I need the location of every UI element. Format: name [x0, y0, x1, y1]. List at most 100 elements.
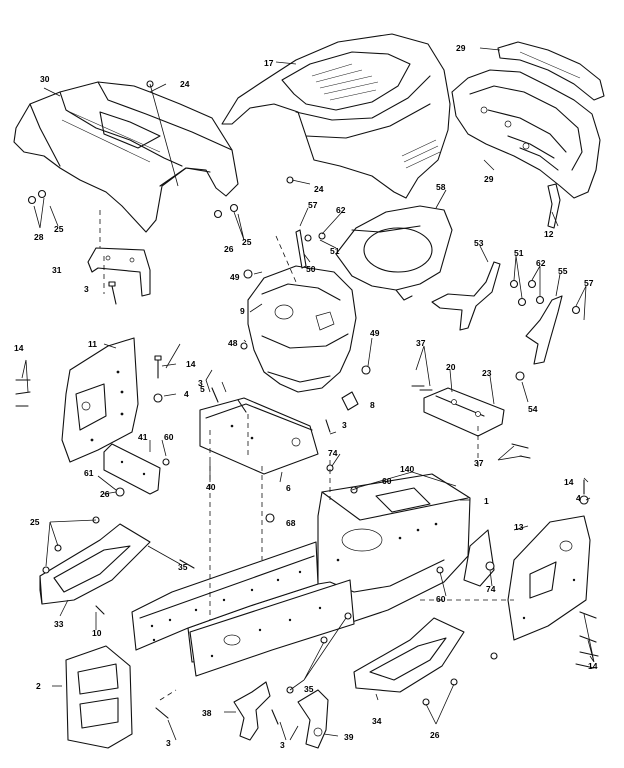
bolt-3-mid: [325, 419, 331, 433]
nut-54: [515, 371, 525, 381]
callout-11: 11: [88, 339, 97, 349]
hood-part: [221, 33, 451, 199]
callout-14-a: 14: [14, 343, 24, 353]
callout-28: 28: [34, 232, 44, 242]
nut-49-right: [361, 365, 371, 375]
callout-60-a: 60: [164, 432, 174, 442]
callout-20: 20: [446, 362, 456, 372]
callout-49-a: 49: [230, 272, 240, 282]
callout-23: 23: [482, 368, 492, 378]
frame-rail-left-part: [131, 541, 319, 651]
nut-26-a: [213, 209, 223, 219]
bolts-3-lower: [155, 707, 279, 725]
callout-34: 34: [372, 716, 382, 726]
dash-panel-part: [247, 265, 357, 393]
callout-50: 50: [306, 264, 316, 274]
nut-25-a: [229, 203, 239, 213]
callout-24-b: 24: [314, 184, 324, 194]
nut-49-left: [243, 269, 253, 279]
callout-35-a: 35: [178, 562, 188, 572]
callout-10: 10: [92, 628, 102, 638]
callout-13: 13: [514, 522, 524, 532]
grille-part: [451, 69, 601, 199]
callout-74-b: 74: [486, 584, 496, 594]
bolt-60-left: [162, 458, 170, 466]
support-plate-part: [199, 397, 319, 475]
bracket-39-part: [297, 689, 329, 749]
callout-61: 61: [84, 468, 94, 478]
callout-33: 33: [54, 619, 64, 629]
callout-62-a: 62: [336, 205, 346, 215]
callout-29-b: 29: [484, 174, 494, 184]
callout-1: 1: [484, 496, 489, 506]
callout-39: 39: [344, 732, 354, 742]
callout-60-b: 60: [382, 476, 392, 486]
callout-74-a: 74: [328, 448, 338, 458]
callout-3-a: 3: [84, 284, 89, 294]
strip-41-part: [103, 443, 161, 495]
callout-35-b: 35: [304, 684, 314, 694]
nut-26-lower: [115, 487, 125, 497]
callout-25-b: 25: [242, 237, 252, 247]
rod-50: [295, 229, 307, 269]
callout-31: 31: [52, 265, 62, 275]
bolts-14-left: [15, 379, 31, 407]
callout-14-c: 14: [564, 477, 574, 487]
callout-3-e: 3: [280, 740, 285, 750]
bracket-20-part: [423, 387, 505, 437]
rear-fender-part: [13, 81, 239, 233]
nut-62-b: [535, 295, 545, 305]
nut-74-lower: [485, 561, 495, 571]
callout-68: 68: [286, 518, 296, 528]
bracket-31-part: [87, 247, 151, 297]
side-panel-right-part: [507, 515, 591, 641]
frame-rail-right-part: [189, 579, 355, 677]
nut-26-r-b: [450, 678, 458, 686]
bracket-53-part: [431, 261, 501, 331]
callout-5: 5: [200, 384, 205, 394]
callout-26-b: 26: [100, 489, 110, 499]
callout-57-a: 57: [308, 200, 318, 210]
callout-49-b: 49: [370, 328, 380, 338]
bolt-14-left: [154, 355, 162, 379]
nut-28-a: [27, 195, 37, 205]
nut-52: [318, 232, 326, 240]
bolt-35-left: [179, 559, 195, 569]
callout-62-b: 62: [536, 258, 546, 268]
callout-37-a: 37: [416, 338, 426, 348]
clip-48: [240, 342, 248, 350]
callout-57-b: 57: [584, 278, 594, 288]
bolt-35-b: [320, 636, 328, 644]
callout-3-d: 3: [166, 738, 171, 748]
hood-trim-part: [497, 41, 605, 101]
footrest-left-part: [39, 523, 151, 605]
callout-41: 41: [138, 432, 148, 442]
bracket-55-part: [525, 295, 563, 365]
bolts-3-group: [211, 387, 247, 413]
assembly-lines: [99, 210, 514, 701]
nut-61-upper: [304, 234, 312, 242]
nut-57-right: [571, 305, 581, 315]
bolts-37-upper: [411, 385, 433, 391]
callout-30: 30: [40, 74, 50, 84]
callout-14-d: 14: [588, 661, 598, 671]
callout-17: 17: [264, 58, 274, 68]
nut-51-b: [517, 297, 527, 307]
nut-62-a: [527, 279, 537, 289]
bracket-12-part: [547, 183, 561, 229]
callout-48: 48: [228, 338, 238, 348]
washer-4-left: [153, 393, 163, 403]
nut-51-a: [509, 279, 519, 289]
callout-4-a: 4: [184, 389, 189, 399]
side-plate-60-part: [463, 529, 495, 587]
side-panel-left-part: [61, 337, 139, 463]
bolt-25-c: [42, 566, 50, 574]
footrest-right-part: [353, 617, 465, 693]
callout-51-a: 51: [514, 248, 524, 258]
callout-3-c: 3: [342, 420, 347, 430]
callout-14-b: 14: [186, 359, 196, 369]
callout-25-a: 25: [54, 224, 64, 234]
callout-38: 38: [202, 708, 212, 718]
